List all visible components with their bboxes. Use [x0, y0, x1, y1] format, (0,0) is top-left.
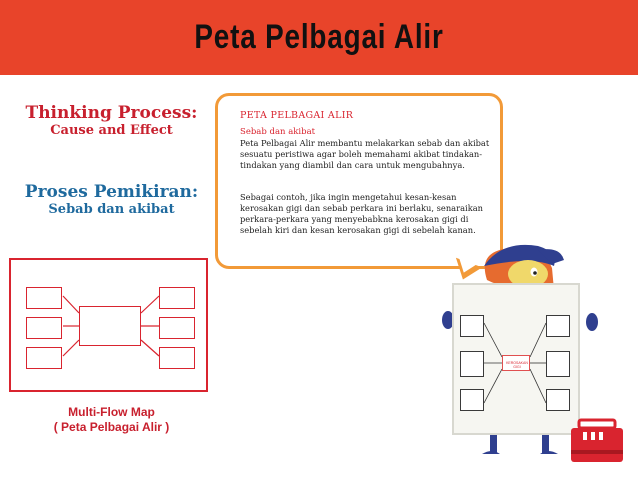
bubble-title: PETA PELBAGAI ALIR — [240, 110, 354, 121]
board-cause-2 — [460, 351, 484, 377]
proses-pemikiran-label: Proses Pemikiran: Sebab dan akibat — [24, 183, 199, 219]
bubble-paragraph-2: Sebagai contoh, jika ingin mengetahui ke… — [240, 192, 484, 235]
speech-bubble: PETA PELBAGAI ALIR Sebab dan akibat Peta… — [215, 93, 503, 269]
event-box — [79, 306, 141, 346]
effect-box-3 — [159, 347, 195, 369]
effect-box-1 — [159, 287, 195, 309]
caption-line-2: ( Peta Pelbagai Alir ) — [53, 420, 170, 434]
board-cause-3 — [460, 389, 484, 411]
thinking-process-title: Thinking Process: — [25, 103, 198, 123]
cause-box-3 — [26, 347, 62, 369]
header-bar: Peta Pelbagai Alir — [0, 0, 638, 75]
caption-line-1: Multi-Flow Map — [68, 405, 155, 419]
board-effect-3 — [546, 389, 570, 411]
thinking-process-label: Thinking Process: Cause and Effect — [24, 104, 199, 140]
board-effect-2 — [546, 351, 570, 377]
board-center-label: KEROSAKAN GIGI — [506, 361, 528, 369]
page-title: Peta Pelbagai Alir — [194, 18, 444, 56]
thinking-process-subtitle: Cause and Effect — [50, 123, 173, 138]
bubble-paragraph-1: Peta Pelbagai Alir membantu melakarkan s… — [240, 138, 490, 170]
character-illustration-icon — [442, 244, 598, 454]
example-board: KEROSAKAN GIGI — [452, 283, 580, 435]
multi-flow-map-diagram — [9, 258, 208, 392]
board-connectors — [483, 322, 547, 404]
board-center-event: KEROSAKAN GIGI — [502, 355, 530, 371]
toolbox-icon — [571, 418, 623, 462]
proses-pemikiran-subtitle: Sebab dan akibat — [48, 202, 175, 217]
board-effect-1 — [546, 315, 570, 337]
board-cause-1 — [460, 315, 484, 337]
effect-box-2 — [159, 317, 195, 339]
proses-pemikiran-title: Proses Pemikiran: — [24, 182, 199, 202]
multi-flow-map-caption: Multi-Flow Map ( Peta Pelbagai Alir ) — [24, 405, 199, 435]
bubble-subtitle: Sebab dan akibat — [240, 127, 316, 137]
multi-flow-map-connectors — [62, 295, 160, 357]
cause-box-2 — [26, 317, 62, 339]
cause-box-1 — [26, 287, 62, 309]
